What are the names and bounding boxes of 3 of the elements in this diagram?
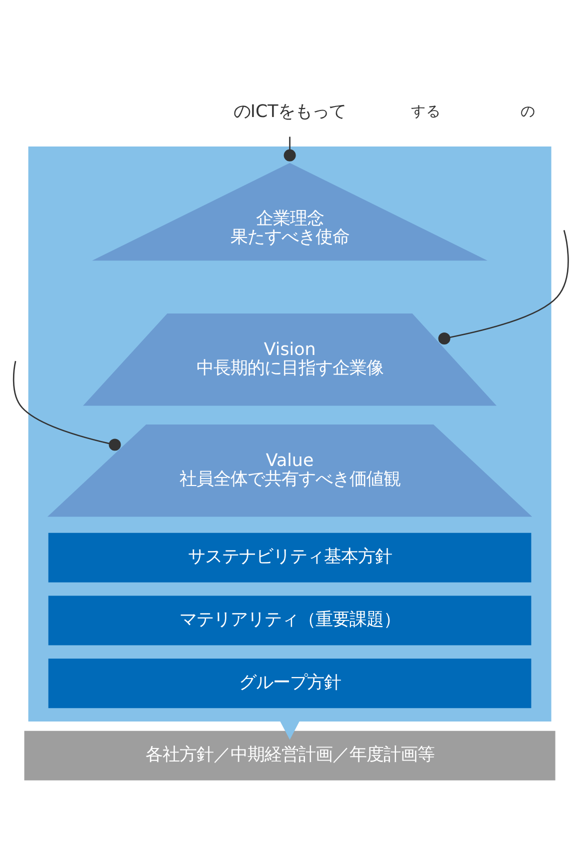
label: の	[520, 102, 536, 120]
label: する	[411, 102, 442, 120]
node-text: のICTをもって	[233, 101, 346, 122]
